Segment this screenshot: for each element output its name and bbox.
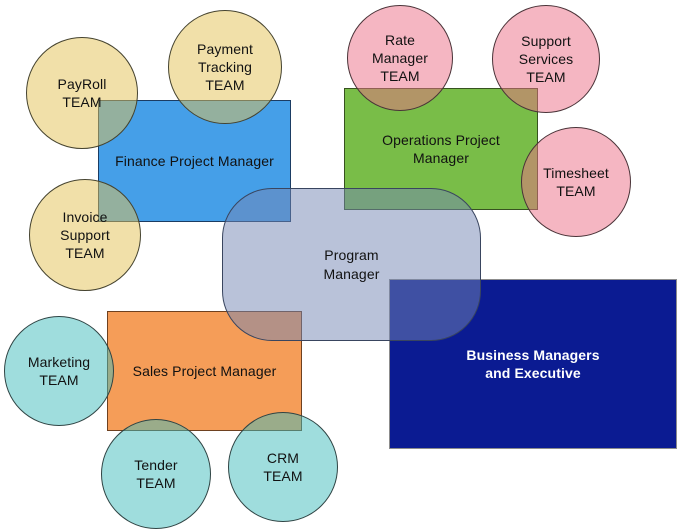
node-tender-team: Tender TEAM [101,419,211,529]
node-rate-manager-team: Rate Manager TEAM [347,5,453,111]
invoice-support-team-label: Invoice Support TEAM [60,208,110,262]
support-services-team-label: Support Services TEAM [518,32,574,86]
node-payroll-team: PayRoll TEAM [26,37,138,149]
node-program-manager: Program Manager [222,188,481,341]
payroll-team-label: PayRoll TEAM [57,75,107,110]
operations-project-manager-label: Operations Project Manager [382,131,500,166]
node-timesheet-team: Timesheet TEAM [521,127,631,237]
tender-team-label: Tender TEAM [134,456,178,491]
program-manager-label: Program Manager [323,247,380,282]
timesheet-team-label: Timesheet TEAM [543,164,609,199]
finance-project-manager-label: Finance Project Manager [115,152,274,169]
node-payment-tracking-team: Payment Tracking TEAM [168,10,282,124]
business-managers-executive-label: Business Managers and Executive [466,346,600,381]
payment-tracking-team-label: Payment Tracking TEAM [197,40,253,94]
node-support-services-team: Support Services TEAM [492,5,600,113]
rate-manager-team-label: Rate Manager TEAM [372,31,428,85]
crm-team-label: CRM TEAM [263,449,303,484]
node-marketing-team: Marketing TEAM [4,316,114,426]
node-crm-team: CRM TEAM [228,412,338,522]
marketing-team-label: Marketing TEAM [27,353,91,388]
node-invoice-support-team: Invoice Support TEAM [29,179,141,291]
sales-project-manager-label: Sales Project Manager [132,362,277,379]
